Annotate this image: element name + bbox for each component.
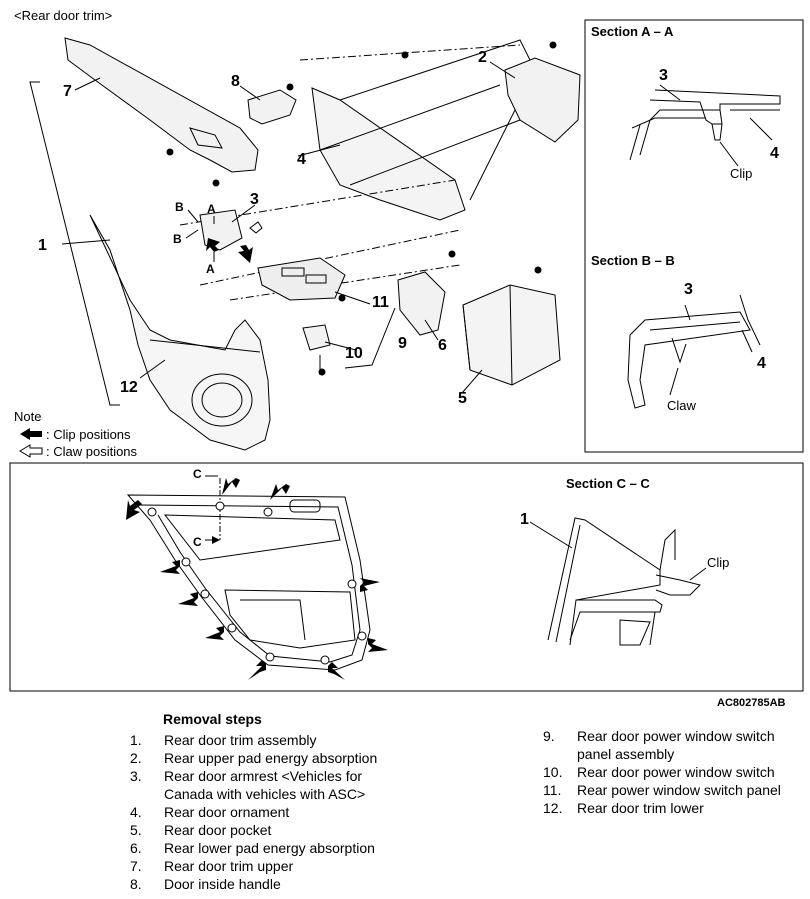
part-callouts: 1 2 3 4 5 6 7 8 9 10 11 12 — [38, 49, 487, 407]
part-8-inside-handle — [247, 89, 297, 125]
note-legend: Note : Clip positions : Claw positions — [14, 409, 138, 459]
step-number: 5. — [130, 822, 142, 838]
callout-7: 7 — [63, 83, 72, 100]
pointer-b-lower: B — [173, 232, 182, 246]
section-a-a: Section A – A 3 4 Clip — [591, 24, 781, 181]
step-number: 9. — [543, 728, 555, 744]
step-7: 7. Rear door trim upper — [130, 857, 400, 875]
clip-positions — [147, 501, 367, 665]
callout-10: 10 — [345, 345, 363, 362]
section-a-title: Section A – A — [591, 24, 674, 39]
part-10-switch — [302, 324, 331, 351]
step-4: 4. Rear door ornament — [130, 803, 400, 821]
step-text: Rear door ornament — [164, 804, 290, 820]
clip-arrow-armrest — [238, 245, 253, 263]
callout-5: 5 — [458, 390, 467, 407]
step-2: 2. Rear upper pad energy absorption — [130, 749, 400, 767]
part-11-switch-panel — [257, 257, 346, 301]
clip-arrows — [126, 478, 388, 680]
callout-9: 9 — [398, 335, 407, 352]
pointer-c-lower: C — [193, 535, 202, 549]
step-8: 8. Door inside handle — [130, 875, 400, 893]
removal-steps-title: Removal steps — [163, 711, 262, 727]
step-text: Rear power window switch panel — [577, 782, 781, 798]
step-text: Rear lower pad energy absorption — [164, 840, 375, 856]
rear-door-trim-diagram: <Rear door trim> — [9, 8, 804, 709]
step-number: 1. — [130, 732, 142, 748]
callout-4: 4 — [297, 151, 306, 168]
step-number: 4. — [130, 804, 142, 820]
step-text: Rear door pocket — [164, 822, 272, 838]
pointer-c-upper: C — [193, 467, 202, 481]
pointer-a-lower: A — [206, 262, 215, 276]
clip-view-box — [9, 462, 804, 692]
callout-6: 6 — [438, 337, 447, 354]
section-b-title: Section B – B — [591, 253, 675, 268]
step-number: 10. — [543, 764, 563, 780]
step-9: 9. Rear door power window switch panel a… — [543, 727, 803, 763]
claw-arrow-armrest — [249, 221, 263, 234]
diagram-title: <Rear door trim> — [14, 8, 112, 23]
figure-code: AC802785AB — [717, 697, 786, 709]
clip-position-icon — [20, 428, 42, 440]
step-text: Rear upper pad energy absorption — [164, 750, 378, 766]
section-c-clip-label: Clip — [707, 555, 729, 570]
section-c-title: Section C – C — [566, 476, 650, 491]
callout-8: 8 — [231, 73, 240, 90]
step-text: Rear door armrest <Vehicles for Canada w… — [164, 768, 366, 802]
part-3-armrest — [199, 209, 243, 251]
step-5: 5. Rear door pocket — [130, 821, 400, 839]
removal-steps: Removal steps 1. Rear door trim assembly… — [0, 705, 810, 899]
part-7-trim-upper — [64, 37, 259, 173]
section-ab-box — [584, 19, 804, 453]
note-title: Note — [14, 409, 41, 424]
step-number: 11. — [543, 782, 562, 798]
section-pointers-ab: B A B A — [173, 200, 263, 276]
callout-2: 2 — [478, 49, 487, 66]
trim-clip-view — [126, 478, 371, 671]
section-b-claw-label: Claw — [667, 398, 697, 413]
section-b-num-left: 3 — [684, 281, 693, 298]
exploded-view — [29, 37, 581, 451]
note-claw-positions: : Claw positions — [46, 444, 138, 459]
step-number: 7. — [130, 858, 142, 874]
pointer-a-upper: A — [207, 202, 216, 216]
callout-1: 1 — [38, 237, 47, 254]
callout-3: 3 — [250, 191, 259, 208]
part-12-trim-lower — [89, 214, 271, 451]
step-6: 6. Rear lower pad energy absorption — [130, 839, 400, 857]
step-text: Rear door trim assembly — [164, 732, 317, 748]
part-2-upper-pad — [504, 57, 581, 143]
section-c-num: 1 — [520, 511, 529, 528]
section-b-num-right: 4 — [757, 355, 766, 372]
section-b-b: Section B – B 3 4 Claw — [591, 253, 766, 413]
clip-arrow-armrest-2 — [206, 238, 220, 252]
claw-position-icon — [19, 444, 43, 458]
section-a-num-right: 4 — [770, 145, 779, 162]
note-clip-positions: : Clip positions — [46, 427, 131, 442]
step-text: Rear door power window switch panel asse… — [577, 728, 775, 762]
step-1: 1. Rear door trim assembly — [130, 731, 400, 749]
step-10: 10. Rear door power window switch — [543, 763, 803, 781]
section-a-num-left: 3 — [659, 67, 668, 84]
step-text: Rear door trim lower — [577, 800, 704, 816]
step-11: 11. Rear power window switch panel — [543, 781, 803, 799]
step-number: 8. — [130, 876, 142, 892]
section-a-clip-label: Clip — [730, 166, 752, 181]
step-number: 12. — [543, 800, 563, 816]
step-number: 6. — [130, 840, 142, 856]
section-c-c: Section C – C 1 Clip — [520, 476, 729, 646]
step-12: 12. Rear door trim lower — [543, 799, 803, 817]
step-number: 2. — [130, 750, 142, 766]
part-4-ornament — [311, 87, 466, 221]
step-text: Door inside handle — [164, 876, 281, 892]
step-3: 3. Rear door armrest <Vehicles for Canad… — [130, 767, 400, 803]
step-text: Rear door power window switch — [577, 764, 775, 780]
part-6-lower-pad — [397, 271, 446, 336]
pointer-b-upper: B — [175, 200, 184, 214]
callout-11: 11 — [372, 294, 389, 311]
step-number: 3. — [130, 768, 142, 784]
callout-12: 12 — [120, 379, 138, 396]
step-text: Rear door trim upper — [164, 858, 294, 874]
